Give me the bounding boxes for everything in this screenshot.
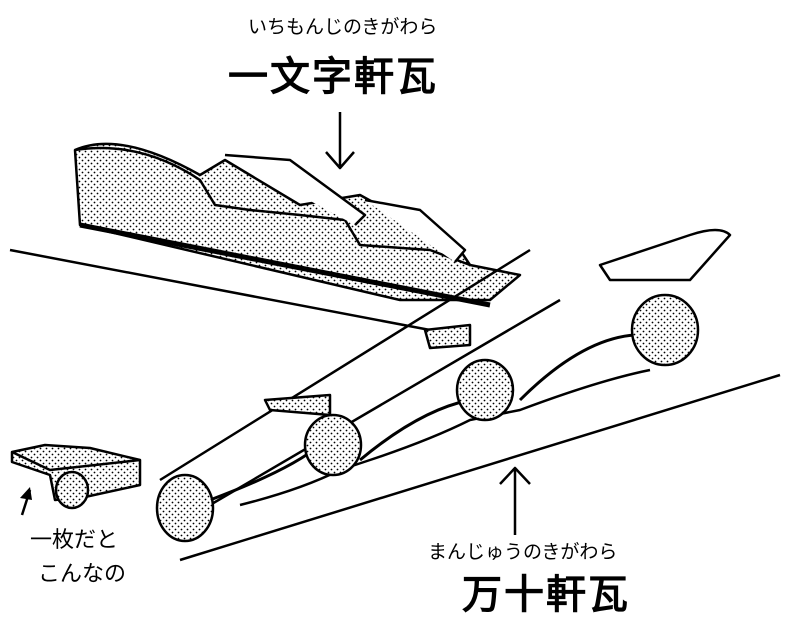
arrowhead-icon: [20, 487, 32, 500]
single-tile-note-line2: こんなの: [38, 562, 127, 587]
top-label-reading: いちもんじのきがわら: [248, 16, 438, 38]
ichimonji-eave-tiles: [9, 142, 522, 332]
single-tile-note-line1: 一枚だと: [30, 528, 119, 553]
single-tile-sketch: [10, 443, 142, 516]
top-label-name: 一文字軒瓦: [228, 54, 438, 100]
bottom-label-name: 万十軒瓦: [462, 572, 630, 618]
manju-eave-tiles: [155, 228, 781, 562]
down-arrow-icon: [325, 112, 355, 170]
bottom-label-reading: まんじゅうのきがわら: [428, 541, 618, 563]
up-arrow-icon: [499, 466, 531, 535]
